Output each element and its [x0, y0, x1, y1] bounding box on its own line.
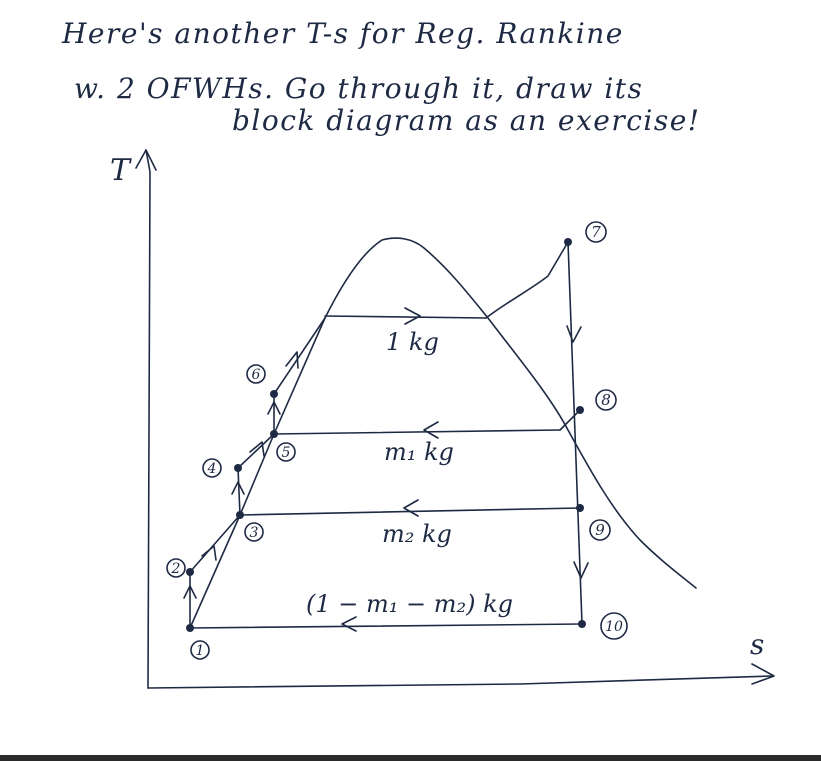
flow-label-bottom: (1 − m₁ − m₂) kg [306, 590, 513, 618]
arrow-preheat-a [285, 351, 299, 369]
process-3-4 [237, 467, 241, 516]
state-label-5: 5 [282, 445, 291, 461]
state-label-3-circle [244, 522, 264, 542]
flow-label-middle: m₂ kg [382, 520, 452, 548]
direction-arrows [183, 307, 589, 632]
state-point-4 [234, 464, 242, 472]
arrow-pump-1 [183, 585, 197, 599]
condenser-line-10-1 [189, 623, 583, 629]
process-lines [189, 241, 583, 629]
state-point-1 [186, 624, 194, 632]
note-line-3: block diagram as an exercise! [232, 104, 701, 137]
state-label-9-circle [589, 519, 611, 541]
state-label-2: 2 [171, 561, 181, 577]
state-label-4: 4 [207, 461, 217, 477]
bleed-line-8-5 [273, 429, 561, 435]
state-points [186, 238, 586, 632]
flow-labels: 1 kg m₁ kg m₂ kg (1 − m₁ − m₂) kg [306, 328, 513, 618]
state-label-2-circle [166, 558, 186, 578]
t-axis-arrowhead [135, 149, 157, 171]
flow-label-top: 1 kg [386, 328, 439, 356]
saturation-dome [189, 237, 697, 629]
state-point-9 [576, 504, 584, 512]
note-line-2: w. 2 OFWHs. Go through it, draw its [74, 72, 644, 105]
state-label-10-circle [600, 612, 628, 640]
state-label-6-circle [246, 364, 266, 384]
state-label-6: 6 [252, 367, 261, 383]
bottom-edge-bar [0, 755, 821, 761]
arrow-bottom-left [341, 616, 357, 632]
state-point-3 [236, 511, 244, 519]
arrow-preheat-b [249, 441, 265, 457]
state-label-3: 3 [250, 525, 259, 541]
process-2-3 [189, 514, 241, 573]
state-label-4-circle [202, 458, 222, 478]
s-axis-arrowhead [751, 663, 775, 685]
state-point-2 [186, 568, 194, 576]
state-label-7: 7 [591, 223, 601, 241]
note-line-1: Here's another T-s for Reg. Rankine [62, 17, 624, 50]
process-4-5 [237, 433, 275, 469]
arrow-pump-3 [267, 401, 281, 415]
t-axis [145, 149, 151, 689]
state-8-connector [559, 409, 581, 431]
state-label-1-circle [190, 640, 210, 660]
turbine-expansion-7-10 [567, 241, 583, 625]
state-label-10: 10 [605, 619, 623, 635]
arrow-turbine-top [566, 325, 582, 343]
state-label-8: 8 [601, 391, 611, 409]
arrow-preheat-c [201, 545, 217, 561]
state-labels: 1 2 3 4 5 6 7 8 9 10 [166, 221, 628, 660]
arrow-pump-2 [231, 481, 245, 495]
axes: T s [110, 149, 775, 689]
state-point-6 [270, 390, 278, 398]
state-label-9: 9 [595, 521, 605, 539]
arrow-top-right [404, 307, 421, 325]
state-label-5-circle [276, 442, 296, 462]
flow-label-upper: m₁ kg [384, 438, 454, 466]
s-axis [147, 675, 773, 689]
state-label-8-circle [595, 389, 617, 411]
arrow-upper-left [423, 421, 439, 439]
state-point-7 [564, 238, 572, 246]
superheat [485, 241, 569, 319]
process-6-sat [273, 317, 326, 395]
s-axis-label: s [750, 628, 764, 661]
state-point-5 [270, 430, 278, 438]
t-axis-label: T [110, 153, 132, 188]
boiler-evaporation [324, 315, 487, 319]
state-label-1: 1 [196, 643, 205, 659]
arrow-middle-left [403, 499, 419, 517]
state-point-10 [578, 620, 586, 628]
state-label-7-circle [585, 221, 607, 243]
arrow-turbine-bottom [573, 561, 589, 579]
state-point-8 [576, 406, 584, 414]
